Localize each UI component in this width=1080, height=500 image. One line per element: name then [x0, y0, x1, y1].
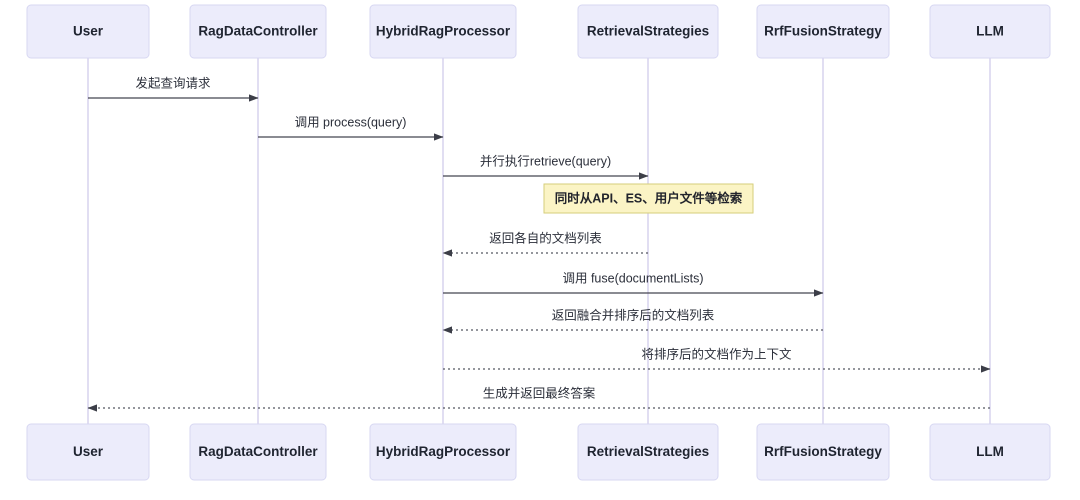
actor-label: RetrievalStrategies	[587, 24, 709, 39]
actor-box-rect	[26, 4, 150, 59]
actor-footer-llm[interactable]: LLM	[929, 423, 1051, 481]
notes-layer: 同时从API、ES、用户文件等检索	[543, 183, 754, 214]
actor-box-rect	[756, 423, 890, 481]
actor-label: HybridRagProcessor	[376, 24, 511, 39]
message-m3[interactable]: 并行执行retrieve(query)	[443, 154, 649, 180]
actor-header-user[interactable]: User	[26, 4, 150, 59]
message-label: 发起查询请求	[135, 75, 211, 90]
message-m2[interactable]: 调用 process(query)	[258, 115, 444, 141]
actor-label: RetrievalStrategies	[587, 444, 709, 459]
message-label: 并行执行retrieve(query)	[480, 154, 611, 168]
actor-label: RagDataController	[198, 24, 318, 39]
actor-label: LLM	[976, 444, 1004, 459]
actor-box-rect	[929, 423, 1051, 481]
message-label: 返回融合并排序后的文档列表	[552, 307, 715, 322]
actor-label: RagDataController	[198, 444, 318, 459]
message-m5[interactable]: 调用 fuse(documentLists)	[443, 271, 824, 297]
actor-label: User	[73, 24, 104, 39]
actor-footer-retrieval[interactable]: RetrievalStrategies	[577, 423, 719, 481]
note-label: 同时从API、ES、用户文件等检索	[555, 190, 743, 205]
message-label: 返回各自的文档列表	[489, 230, 602, 245]
actor-box-rect	[369, 423, 517, 481]
note-n1[interactable]: 同时从API、ES、用户文件等检索	[543, 183, 754, 214]
message-label: 将排序后的文档作为上下文	[641, 346, 792, 361]
actor-box-rect	[577, 4, 719, 59]
actor-box-rect	[369, 4, 517, 59]
actor-footer-ctrl[interactable]: RagDataController	[189, 423, 327, 481]
actor-box-rect	[756, 4, 890, 59]
actor-footer-rrf[interactable]: RrfFusionStrategy	[756, 423, 890, 481]
message-label: 调用 fuse(documentLists)	[562, 271, 703, 285]
message-label: 调用 process(query)	[295, 115, 407, 129]
actor-label: LLM	[976, 24, 1004, 39]
actor-header-rrf[interactable]: RrfFusionStrategy	[756, 4, 890, 59]
actor-box-rect	[189, 4, 327, 59]
actor-header-retrieval[interactable]: RetrievalStrategies	[577, 4, 719, 59]
actor-box-rect	[26, 423, 150, 481]
message-m7[interactable]: 将排序后的文档作为上下文	[443, 346, 991, 373]
actor-label: HybridRagProcessor	[376, 444, 511, 459]
actor-footer-processor[interactable]: HybridRagProcessor	[369, 423, 517, 481]
note-rect	[543, 183, 754, 214]
actor-label: RrfFusionStrategy	[764, 444, 882, 459]
message-m1[interactable]: 发起查询请求	[88, 75, 259, 102]
actor-header-ctrl[interactable]: RagDataController	[189, 4, 327, 59]
actor-header-processor[interactable]: HybridRagProcessor	[369, 4, 517, 59]
actor-box-rect	[189, 423, 327, 481]
message-m6[interactable]: 返回融合并排序后的文档列表	[442, 307, 823, 334]
actor-header-llm[interactable]: LLM	[929, 4, 1051, 59]
lifelines-layer	[87, 58, 991, 424]
actor-label: User	[73, 444, 104, 459]
actor-label: RrfFusionStrategy	[764, 24, 882, 39]
actor-footer-user[interactable]: User	[26, 423, 150, 481]
actor-box-rect	[929, 4, 1051, 59]
message-label: 生成并返回最终答案	[483, 385, 596, 400]
message-m8[interactable]: 生成并返回最终答案	[87, 385, 990, 412]
message-m4[interactable]: 返回各自的文档列表	[442, 230, 648, 257]
actor-box-rect	[577, 423, 719, 481]
